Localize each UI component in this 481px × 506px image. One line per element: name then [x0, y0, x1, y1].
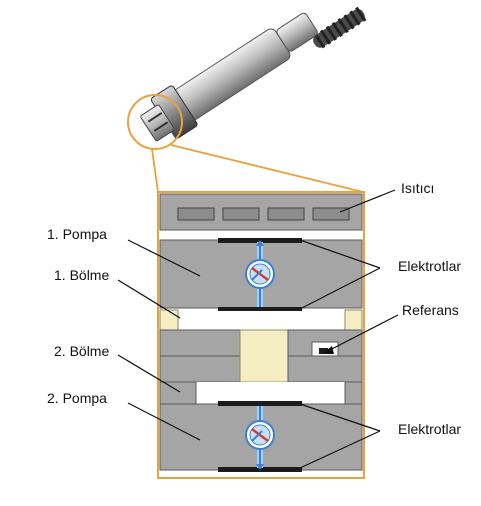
heater-label: Isıtıcı — [401, 180, 435, 196]
electrode — [218, 401, 302, 406]
chamber2-label: 2. Bölme — [54, 343, 110, 359]
pump1-label: 1. Pompa — [47, 226, 107, 242]
middle-chamber — [239, 329, 289, 383]
reference-label: Referans — [402, 302, 459, 318]
oxygen-sensor-probe — [127, 6, 367, 193]
electrodes-bottom-label: Elektrotlar — [398, 421, 462, 437]
diffusion-barrier — [344, 309, 363, 331]
pump2-label: 2. Pompa — [47, 390, 107, 406]
heater-pad — [312, 207, 350, 221]
heater-pad — [177, 207, 215, 221]
connector-line-left — [151, 148, 159, 193]
chamber1-label: 1. Bölme — [54, 267, 110, 283]
pump-flow-circle-icon — [245, 406, 275, 470]
pump-flow-circle-icon — [245, 240, 275, 307]
reference-electrode — [319, 348, 328, 354]
probe-highlight-circle — [127, 94, 183, 150]
leader-lines — [117, 189, 399, 469]
diffusion-barrier — [159, 309, 179, 331]
electrodes-top-label: Elektrotlar — [398, 258, 462, 274]
heater-pad — [222, 207, 260, 221]
electrode — [218, 307, 302, 312]
heater-pad — [267, 207, 305, 221]
sensor-cross-section — [157, 191, 365, 479]
reference-arrowhead — [322, 346, 334, 354]
cable-coil — [313, 6, 367, 49]
connector-line-right — [170, 144, 364, 193]
